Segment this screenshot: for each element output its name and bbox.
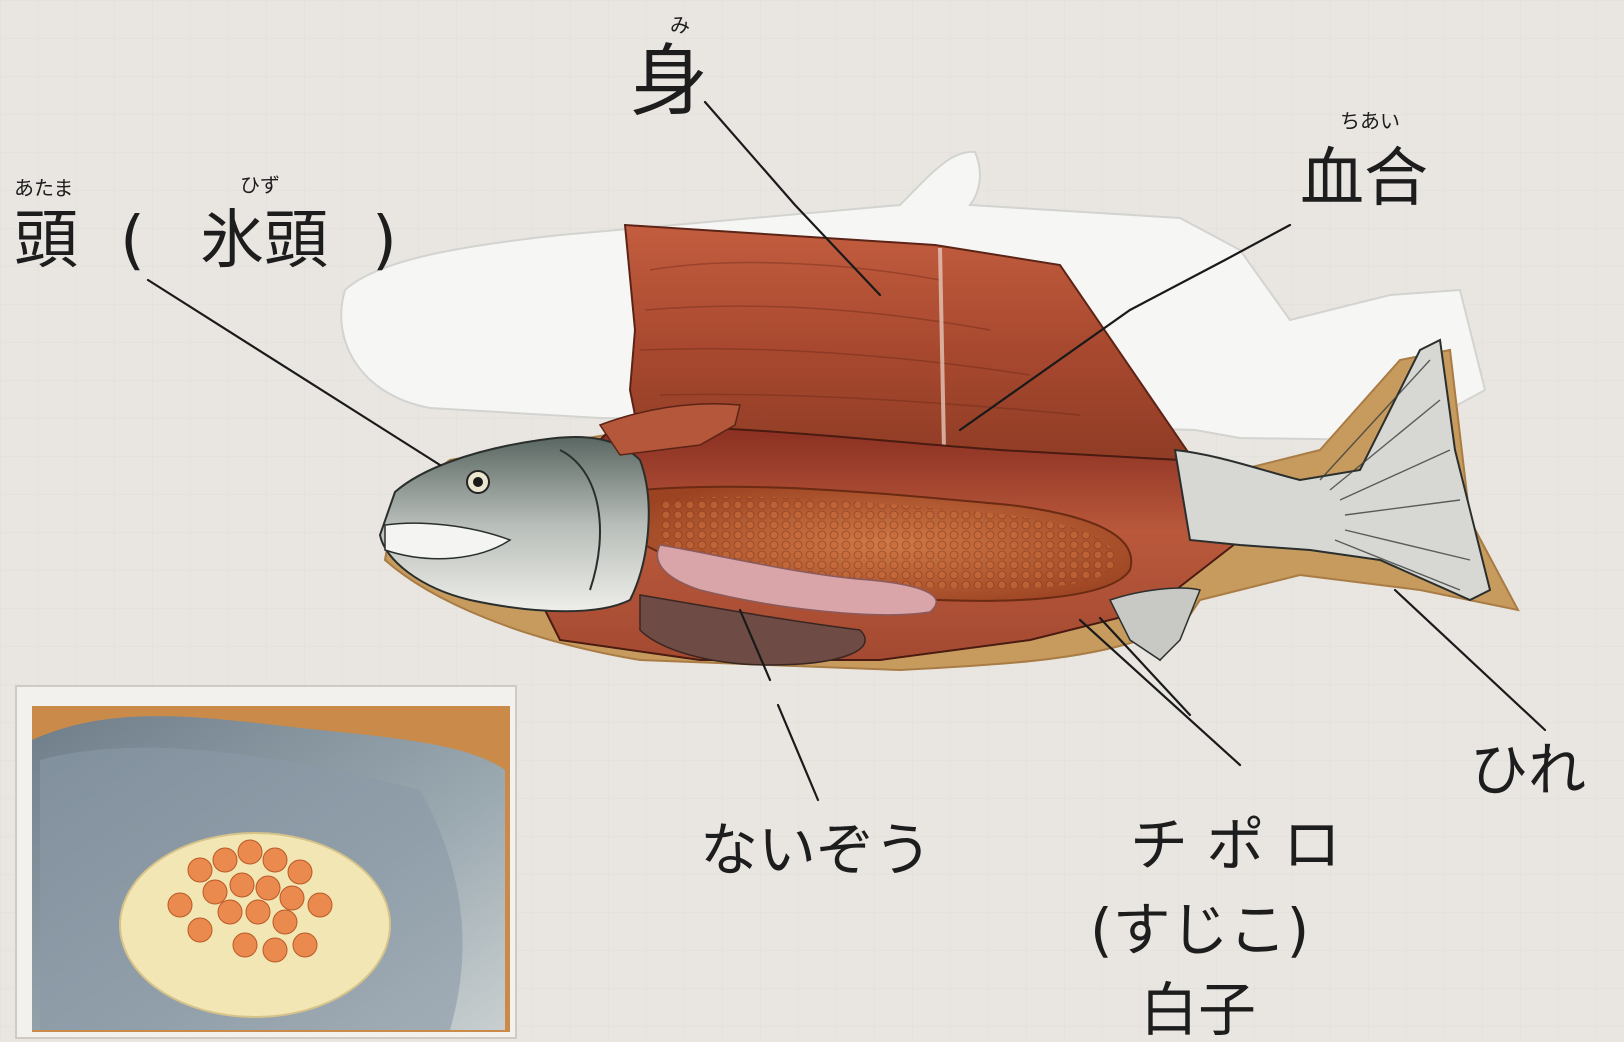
label-chipori-line1: チ ポ ロ: [1130, 811, 1341, 879]
label-naizou: ないぞう: [700, 816, 932, 884]
label-hizu-open: (: [120, 204, 145, 278]
label-hizu-close: ): [372, 204, 397, 278]
label-chiai-text: 血合: [1300, 142, 1428, 216]
label-hizu-ruby: ひず: [240, 173, 280, 197]
label-chiai-ruby: ちあい: [1340, 109, 1400, 133]
label-mi-text: 身: [630, 37, 708, 127]
label-head: あたま 頭: [14, 176, 78, 278]
label-chipori-line2: (すじこ): [1090, 896, 1309, 964]
chipori-dish-photo: [16, 686, 516, 1038]
label-head-ruby: あたま: [14, 176, 73, 200]
label-hire: ひれ: [1470, 736, 1586, 804]
label-head-text: 頭: [14, 204, 78, 278]
label-chipori-line3: 白子: [1140, 976, 1256, 1042]
label-mi-ruby: み: [670, 13, 690, 37]
label-hizu-text: 氷頭: [200, 204, 328, 278]
